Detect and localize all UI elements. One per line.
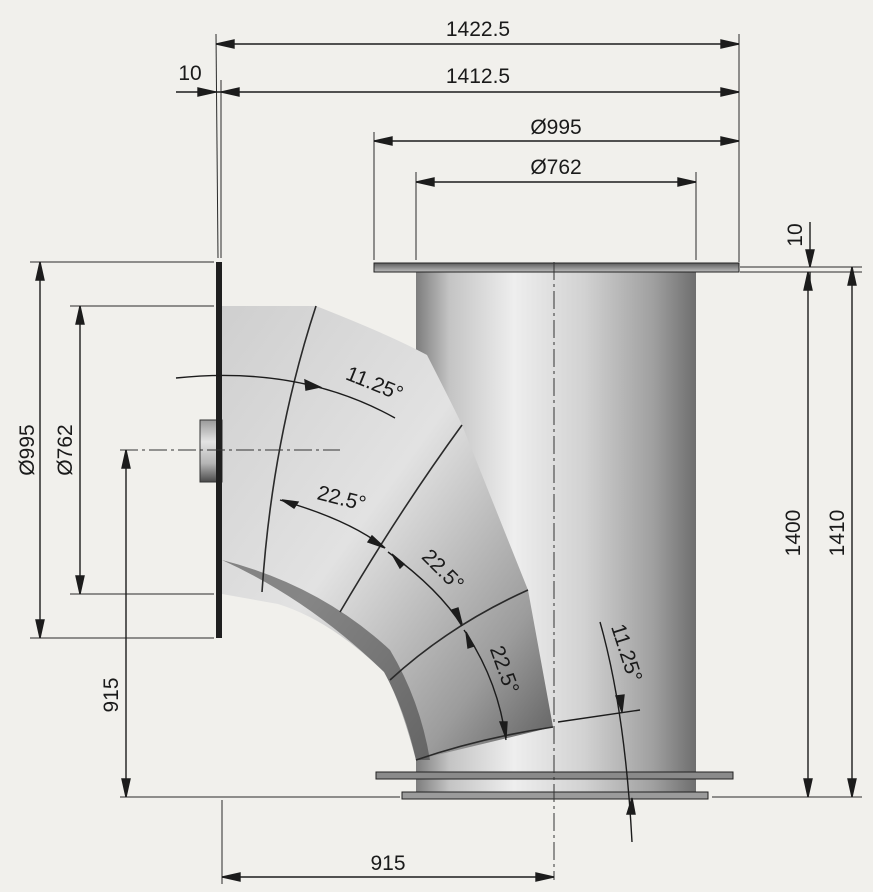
label-flange-top: 10 [784,223,807,246]
label-flange-left: 10 [178,62,201,85]
top-flange [373,262,740,273]
dimension-labels: 1422.5 1412.5 10 Ø995 Ø762 Ø995 Ø762 915… [16,18,849,875]
label-branch-height: 915 [100,677,123,712]
arrowhead [215,39,235,49]
elbow-seam-2 [339,424,463,613]
arrowhead [720,39,740,49]
bottom-ring [401,791,709,800]
label-height-inner: 1400 [782,510,805,557]
label-top-flange-dia: Ø995 [530,116,581,139]
angle-arc-top [175,374,396,419]
label-side-flange-dia: Ø995 [16,424,39,475]
label-height-total: 1410 [826,510,849,557]
label-side-bore-dia: Ø762 [54,424,77,475]
label-body-width: 1412.5 [446,65,510,88]
label-branch-offset: 915 [370,852,405,875]
label-top-bore-dia: Ø762 [530,156,581,179]
elbow-seam-1 [261,305,317,593]
extension-lines [30,33,862,884]
dimension-lines [35,39,857,882]
elbow-seam-4 [415,726,554,761]
elbow-inner-shadow [222,560,430,760]
label-overall-width: 1422.5 [446,18,510,41]
elbow-seam-3 [389,589,529,681]
